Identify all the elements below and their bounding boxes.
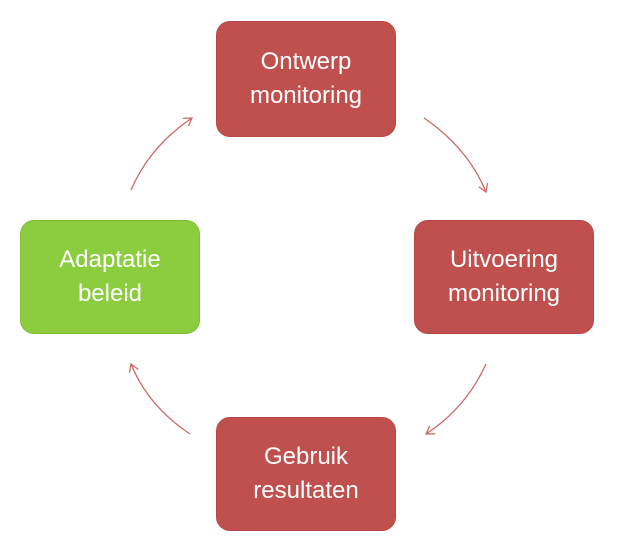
node-label: Uitvoering monitoring: [447, 246, 561, 307]
node-gebruik-resultaten: Gebruik resultaten: [216, 417, 396, 531]
arrow-right-to-bottom: [426, 363, 487, 434]
arrow-bottom-to-left: [131, 364, 191, 435]
arrow-left-to-top: [130, 118, 192, 191]
node-adaptatie-beleid: Adaptatie beleid: [20, 220, 200, 334]
node-label: Adaptatie beleid: [59, 246, 161, 307]
node-label: Ontwerp monitoring: [249, 48, 363, 109]
arrow-top-to-right: [423, 117, 486, 192]
node-ontwerp-monitoring: Ontwerp monitoring: [216, 21, 396, 137]
node-label: Gebruik resultaten: [253, 443, 359, 504]
node-uitvoering-monitoring: Uitvoering monitoring: [414, 220, 594, 334]
